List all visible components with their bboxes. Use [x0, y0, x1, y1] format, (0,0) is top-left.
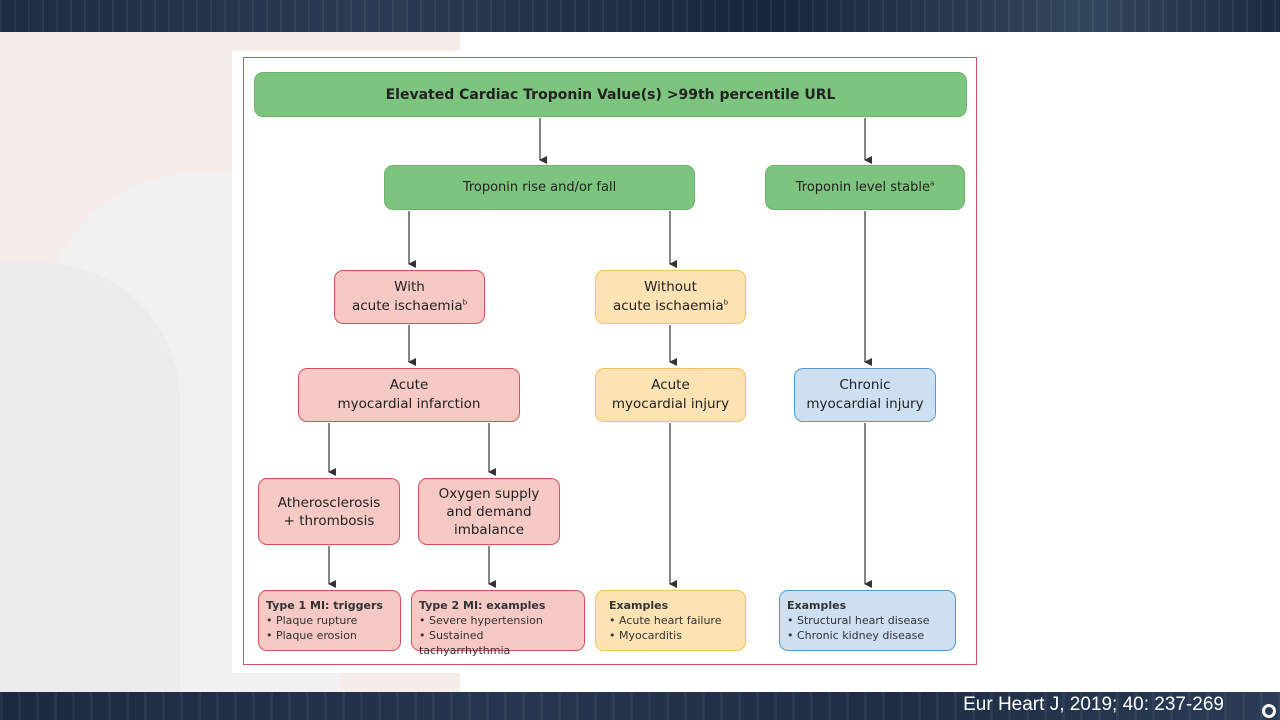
figure-border — [243, 57, 977, 665]
box-type2-examples: Type 2 MI: examples • Severe hypertensio… — [411, 590, 585, 657]
list-item: • Acute heart failure — [609, 614, 722, 627]
node-acute-myocardial-injury: Acute myocardial injury — [595, 368, 746, 422]
bottom-banner — [0, 692, 1280, 720]
node-without-acute-ischaemia: Without acute ischaemiab — [595, 270, 746, 324]
node-without-acute-ischaemia-label: Without acute ischaemiab — [612, 279, 729, 314]
node-oxygen-imbalance: Oxygen supply and demand imbalance — [418, 478, 560, 545]
box-type1-triggers: Type 1 MI: triggers • Plaque rupture • P… — [258, 590, 401, 651]
node-with-acute-ischaemia: With acute ischaemiab — [334, 270, 485, 324]
node-oxygen-imbalance-label: Oxygen supply and demand imbalance — [438, 485, 540, 538]
node-chronic-myocardial-injury: Chronic myocardial injury — [794, 368, 936, 422]
node-troponin-rise-fall: Troponin rise and/or fall — [384, 165, 695, 210]
node-troponin-rise-fall-label: Troponin rise and/or fall — [462, 180, 617, 195]
node-acute-mi-label: Acute myocardial infarction — [337, 377, 481, 412]
settings-icon[interactable] — [1262, 704, 1276, 718]
node-acute-myocardial-injury-label: Acute myocardial injury — [611, 377, 730, 412]
node-chronic-myocardial-injury-label: Chronic myocardial injury — [806, 377, 924, 412]
top-banner — [0, 0, 1280, 32]
box-acute-injury-examples: Examples • Acute heart failure • Myocard… — [595, 590, 746, 651]
node-troponin-stable: Troponin level stablea — [765, 165, 965, 210]
box-chronic-examples-title: Examples — [787, 599, 847, 612]
node-elevated-troponin-label: Elevated Cardiac Troponin Value(s) >99th… — [385, 86, 836, 103]
node-atherosclerosis-label: Atherosclerosis + thrombosis — [277, 494, 381, 529]
list-item: • Plaque erosion — [266, 629, 357, 642]
list-item: • Severe hypertension — [419, 614, 543, 627]
list-item: • Myocarditis — [609, 629, 682, 642]
node-atherosclerosis: Atherosclerosis + thrombosis — [258, 478, 400, 545]
node-acute-mi: Acute myocardial infarction — [298, 368, 520, 422]
citation-text: Eur Heart J, 2019; 40: 237-269 — [963, 694, 1224, 715]
box-acute-examples-title: Examples — [609, 599, 669, 612]
box-type2-title: Type 2 MI: examples — [419, 599, 546, 612]
node-elevated-troponin: Elevated Cardiac Troponin Value(s) >99th… — [254, 72, 967, 117]
box-type1-title: Type 1 MI: triggers — [266, 599, 383, 612]
list-item: • Plaque rupture — [266, 614, 358, 627]
box-chronic-injury-examples: Examples • Structural heart disease • Ch… — [779, 590, 956, 651]
node-with-acute-ischaemia-label: With acute ischaemiab — [351, 279, 468, 314]
list-item: • Sustained tachyarrhythmia — [419, 629, 511, 657]
list-item: • Structural heart disease — [787, 614, 930, 627]
troponin-flowchart — [232, 51, 984, 673]
node-troponin-stable-label: Troponin level stablea — [795, 179, 935, 195]
list-item: • Chronic kidney disease — [787, 629, 925, 642]
